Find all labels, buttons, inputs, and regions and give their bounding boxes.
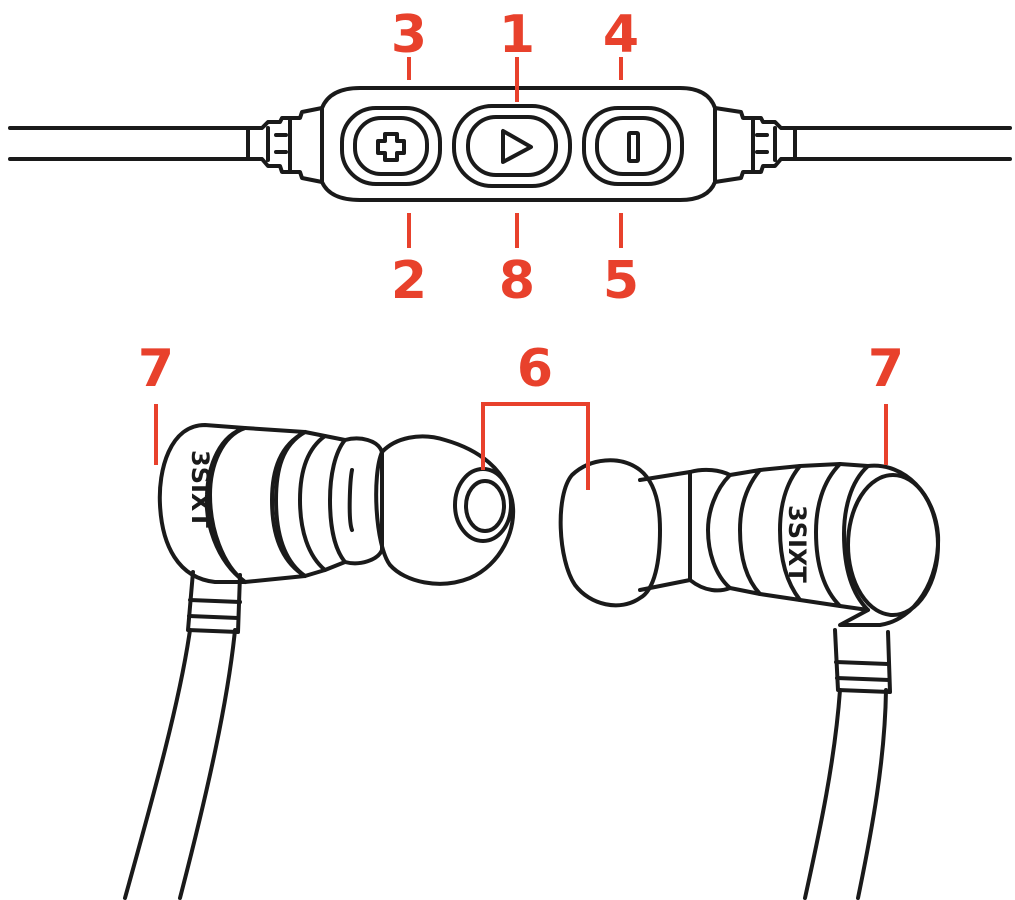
right-brand-logo: 3SIXT <box>783 505 811 583</box>
left-rear-cap <box>157 423 247 584</box>
callout-7-left: 7 <box>138 339 174 399</box>
callout-8: 8 <box>499 251 535 311</box>
remote-body <box>320 86 717 202</box>
callout-3: 3 <box>391 5 427 65</box>
right-earbud <box>558 458 941 900</box>
right-rear-cap <box>838 463 941 627</box>
callout-1: 1 <box>499 5 535 65</box>
inline-remote <box>8 86 1012 202</box>
play-icon <box>501 129 533 164</box>
left-earbud <box>123 423 516 900</box>
right-eartip <box>558 458 662 608</box>
leader-6-bracket <box>481 402 590 490</box>
minus-icon <box>627 131 640 163</box>
callout-5: 5 <box>603 251 639 311</box>
left-strain-relief <box>246 106 324 184</box>
left-earbud-cable <box>123 628 192 900</box>
plus-icon <box>376 132 406 162</box>
right-earbud-cable <box>803 688 842 900</box>
callout-2: 2 <box>391 251 427 311</box>
callout-6: 6 <box>517 339 553 399</box>
left-cable <box>8 126 250 161</box>
right-cable <box>793 126 1012 161</box>
left-eartip <box>374 434 516 586</box>
callout-4: 4 <box>603 5 639 65</box>
volume-down-button[interactable] <box>582 106 684 186</box>
right-strain-relief <box>713 106 797 184</box>
remote-callout-leaders <box>407 57 623 248</box>
earbud-callout-leaders <box>154 402 888 490</box>
left-brand-logo: 3SIXT <box>186 450 214 528</box>
callout-7-right: 7 <box>868 339 904 399</box>
volume-up-button[interactable] <box>340 106 442 186</box>
play-pause-button[interactable] <box>452 104 572 188</box>
